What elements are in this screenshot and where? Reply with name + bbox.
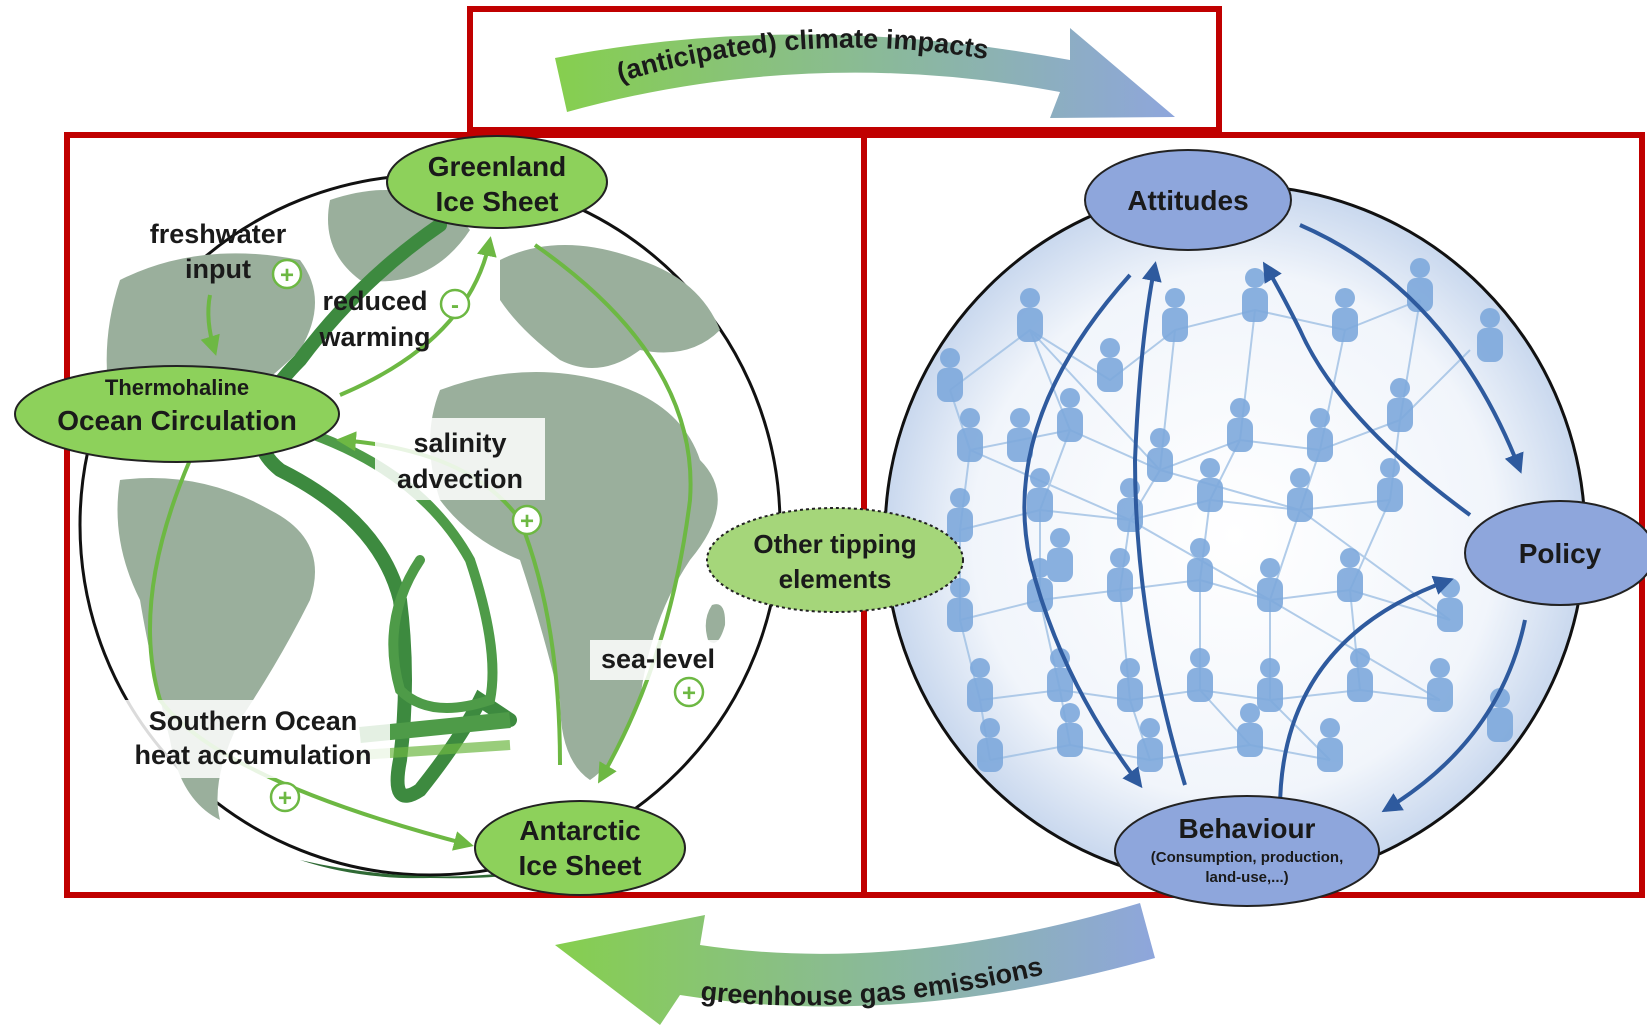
attitudes-node: Attitudes [1084, 149, 1292, 251]
person-icon [937, 348, 963, 402]
other-line1: Other tipping [753, 529, 916, 559]
person-icon [1187, 648, 1213, 702]
salinity-label: salinity advection + [375, 418, 545, 536]
person-icon [1427, 658, 1453, 712]
person-icon [977, 718, 1003, 772]
person-icon [957, 408, 983, 462]
person-icon [1237, 703, 1263, 757]
salinity-line2: advection [397, 464, 523, 494]
south-america-landmass [117, 478, 315, 820]
person-icon [1117, 478, 1143, 532]
greenland-line2: Ice Sheet [436, 186, 559, 217]
freshwater-label: freshwater input + [150, 219, 303, 290]
person-icon [1107, 548, 1133, 602]
person-icon [1047, 648, 1073, 702]
sealevel-sign: + [682, 680, 696, 707]
behaviour-sub2: land-use,...) [1205, 869, 1288, 886]
person-icon [1137, 718, 1163, 772]
person-icon [1317, 718, 1343, 772]
attitudes-label: Attitudes [1127, 185, 1248, 216]
person-icon [1307, 408, 1333, 462]
southern-line2: heat accumulation [134, 740, 371, 770]
person-icon [1007, 408, 1033, 462]
person-icon [1257, 658, 1283, 712]
person-icon [1117, 658, 1143, 712]
person-icon [1287, 468, 1313, 522]
person-icon [1487, 688, 1513, 742]
climate-impacts-arrow [555, 28, 1175, 118]
reduced-line1: reduced [322, 286, 427, 316]
person-icon [1227, 398, 1253, 452]
impacts-frame [467, 6, 1222, 133]
greenland-line1: Greenland [428, 151, 566, 182]
person-icon [1257, 558, 1283, 612]
policy-label: Policy [1519, 538, 1602, 569]
reduced-sign: - [451, 292, 459, 319]
person-icon [1337, 548, 1363, 602]
behaviour-label: Behaviour [1179, 813, 1316, 844]
salinity-sign: + [520, 508, 534, 535]
freshwater-sign: + [280, 262, 294, 289]
person-icon [1162, 288, 1188, 342]
southern-sign: + [278, 785, 292, 812]
other-line2: elements [779, 564, 892, 594]
behaviour-sub1: (Consumption, production, [1151, 849, 1343, 866]
freshwater-line2: input [185, 254, 251, 284]
person-icon [1047, 528, 1073, 582]
reduced-warming-label: reduced warming - [318, 286, 471, 352]
policy-to-attitudes-arrow [1262, 261, 1472, 517]
person-icon [1477, 308, 1503, 362]
person-icon [1017, 288, 1043, 342]
behaviour-node: Behaviour (Consumption, production, land… [1114, 795, 1380, 907]
southern-ocean-label: Southern Ocean heat accumulation + [120, 700, 390, 813]
southern-line1: Southern Ocean [149, 706, 358, 736]
person-icon [1332, 288, 1358, 342]
antarctic-line2: Ice Sheet [519, 850, 642, 881]
policy-node: Policy [1464, 500, 1647, 606]
person-icon [1197, 458, 1223, 512]
person-icon [1097, 338, 1123, 392]
antarctic-line1: Antarctic [519, 815, 640, 846]
greenland-node: Greenland Ice Sheet [386, 135, 608, 229]
person-icon [1377, 458, 1403, 512]
thc-line1: Thermohaline [105, 375, 249, 400]
person-icon [1057, 388, 1083, 442]
freshwater-link [200, 294, 220, 356]
thc-conveyor-band [252, 218, 517, 803]
behaviour-to-attitudes-arrow [1132, 261, 1187, 786]
person-icon [1437, 578, 1463, 632]
social-globe [883, 183, 1587, 887]
person-icon [1407, 258, 1433, 312]
attitudes-to-behaviour-arrow [1022, 273, 1143, 789]
reduced-warming-link [339, 236, 497, 397]
madagascar-landmass [705, 604, 726, 643]
salinity-line1: salinity [413, 428, 506, 458]
thc-line2: Ocean Circulation [57, 405, 297, 436]
person-icon [967, 658, 993, 712]
policy-to-behaviour-arrow [1381, 619, 1527, 813]
reduced-line2: warming [318, 322, 430, 352]
emissions-arrow [555, 903, 1155, 1025]
antarctica-landmass [300, 860, 560, 879]
person-icon [1027, 468, 1053, 522]
person-icon [947, 578, 973, 632]
person-icon [947, 488, 973, 542]
person-icon [1147, 428, 1173, 482]
freshwater-line1: freshwater [150, 219, 287, 249]
person-icon [1057, 703, 1083, 757]
behaviour-to-policy-arrow [1278, 575, 1454, 811]
person-icon [1187, 538, 1213, 592]
person-icon [1387, 378, 1413, 432]
attitudes-to-policy-arrow [1299, 223, 1524, 474]
antarctic-node: Antarctic Ice Sheet [474, 800, 686, 896]
sea-level-link [533, 243, 693, 784]
other-tipping-node: Other tipping elements [706, 507, 964, 613]
sea-level-label: sea-level + [590, 640, 720, 708]
thc-node: Thermohaline Ocean Circulation [14, 365, 340, 463]
person-icon [1347, 648, 1373, 702]
sealevel-line1: sea-level [601, 644, 715, 674]
person-icon [1242, 268, 1268, 322]
people-icons [937, 258, 1513, 772]
